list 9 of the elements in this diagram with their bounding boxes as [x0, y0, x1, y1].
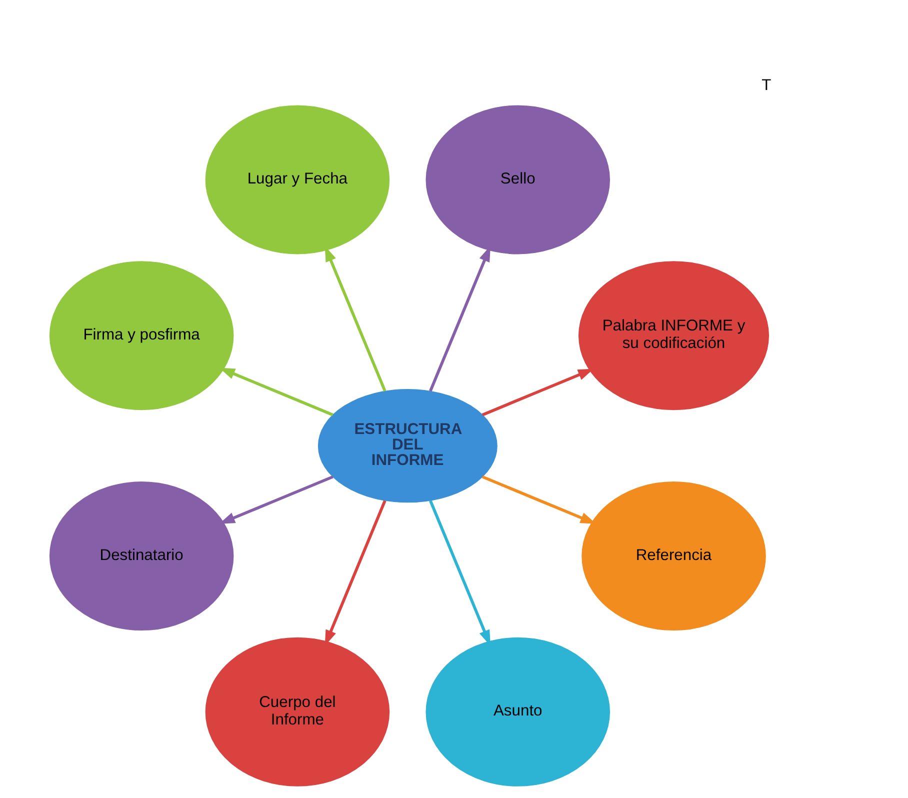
node-ellipse: Destinatario	[49, 482, 234, 631]
label: T	[762, 76, 772, 94]
node-ellipse: Asunto	[426, 637, 610, 786]
node-ellipse: Cuerpo del Informe	[205, 637, 390, 786]
node-ellipse: Firma y posfirma	[49, 261, 234, 410]
node-ellipse: Sello	[426, 105, 610, 254]
node-ellipse: ESTRUCTURA DEL INFORME	[318, 388, 498, 503]
node-ellipse: Referencia	[582, 482, 766, 631]
node-ellipse: Lugar y Fecha	[205, 105, 390, 254]
